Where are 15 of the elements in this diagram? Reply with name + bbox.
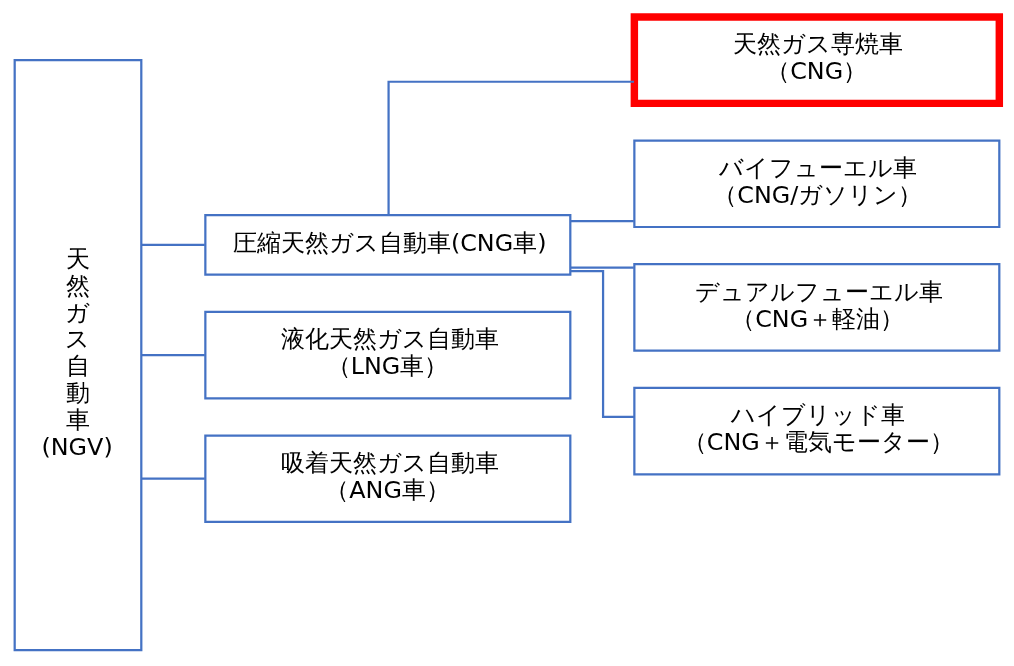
connector (141, 243, 205, 246)
connector (570, 266, 634, 269)
node-box: 圧縮天然ガス自動車(CNG車) (204, 213, 572, 276)
node-box: デュアルフューエル車 （CNG＋軽油） (633, 262, 1001, 352)
connector (141, 477, 205, 480)
node-box: 天然ガス自動車(NGV) (13, 58, 143, 651)
connector (570, 269, 635, 418)
connector (387, 80, 634, 215)
node-box: 吸着天然ガス自動車 （ANG車） (204, 433, 572, 523)
node-box: バイフューエル車 （CNG/ガソリン） (633, 139, 1001, 228)
node-box: 液化天然ガス自動車 （LNG車） (204, 310, 572, 399)
node-box: 天然ガス専焼車 （CNG） (630, 12, 1004, 107)
connector (141, 353, 205, 356)
connector (570, 219, 634, 222)
node-box: ハイブリッド車 （CNG＋電気モーター） (633, 386, 1001, 475)
